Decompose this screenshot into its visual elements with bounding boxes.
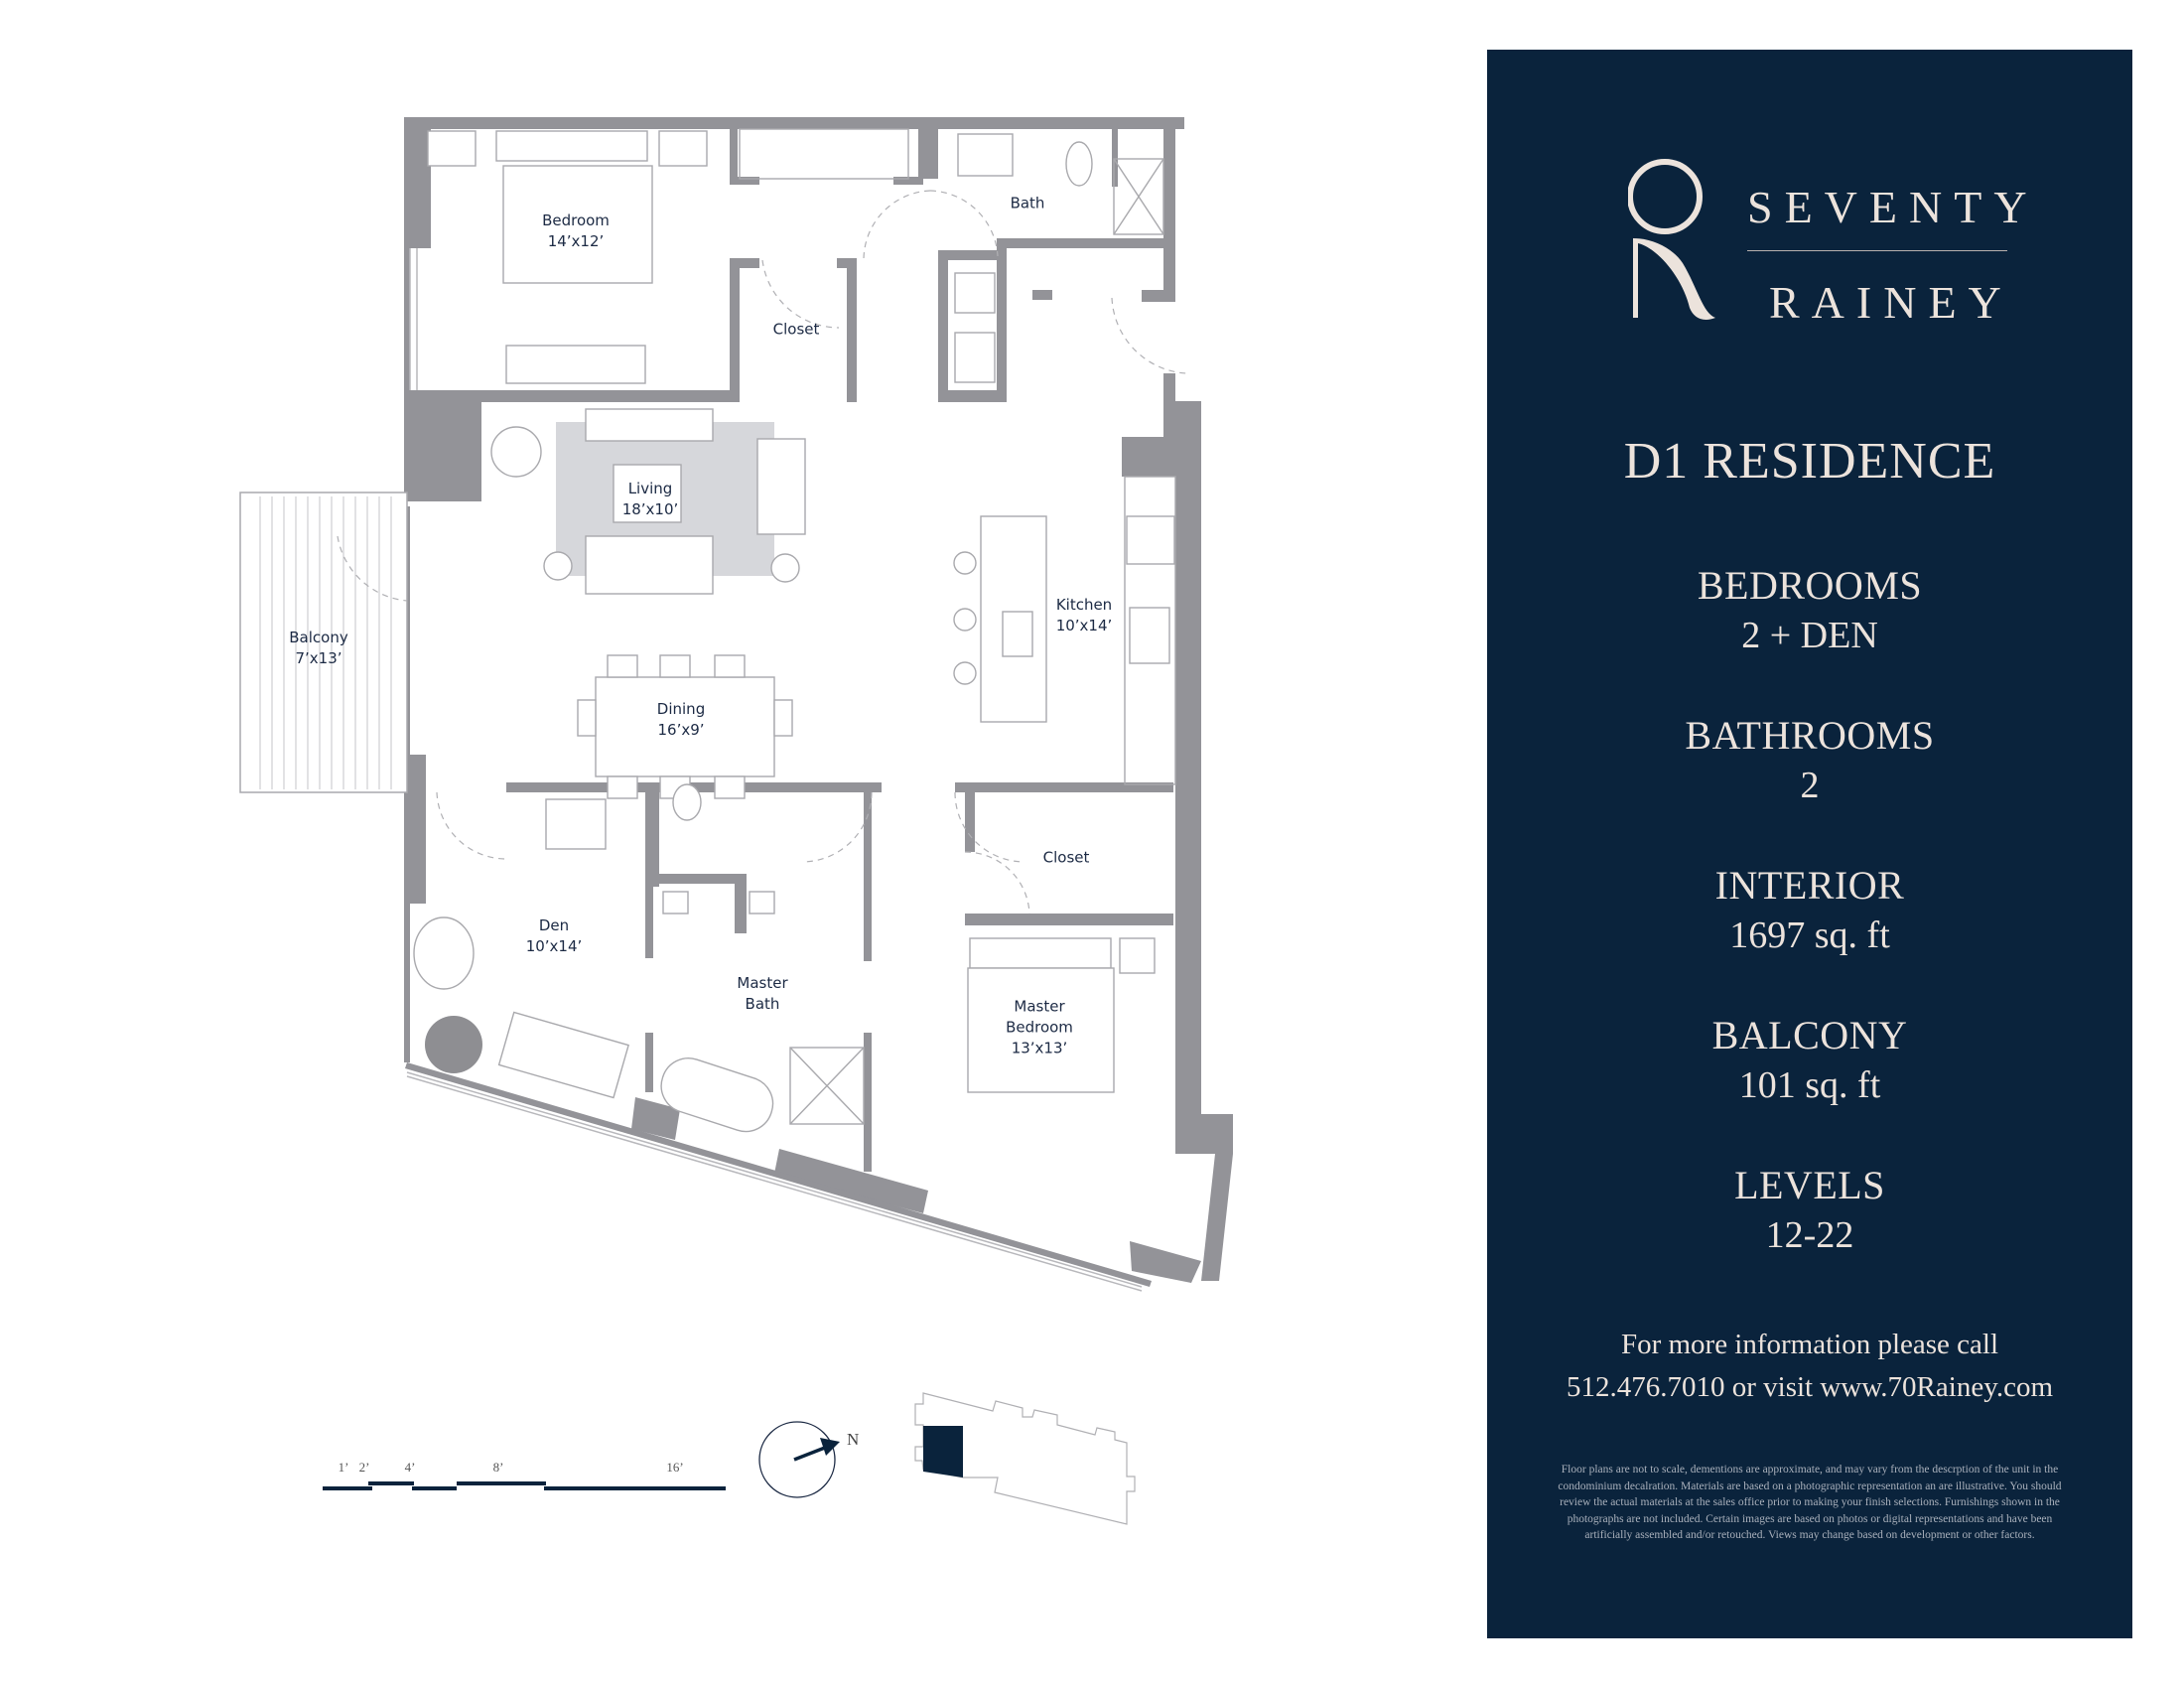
brand-logo: SEVENTY RAINEY — [1628, 159, 2045, 338]
info-panel: SEVENTY RAINEY D1 RESIDENCE BEDROOMS 2 +… — [1487, 50, 2132, 1638]
compass-rose — [758, 1421, 840, 1498]
floor-plan-drawing — [239, 117, 1233, 1525]
room-label-bath: Bath — [1010, 194, 1045, 212]
key-plan — [914, 1392, 1136, 1525]
residence-title: D1 RESIDENCE — [1623, 433, 1996, 490]
room-label-master-bath: Master Bath — [737, 974, 788, 1013]
room-label-bedroom: Bedroom 14’x12’ — [542, 211, 610, 250]
brand-divider — [1747, 250, 2007, 251]
floor-plan: Bedroom 14’x12’ Closet Bath Living 18’x1… — [239, 117, 1233, 1525]
room-label-kitchen: Kitchen 10’x14’ — [1055, 596, 1113, 634]
contact-line-2: 512.476.7010 or visit www.70Rainey.com — [1567, 1371, 2053, 1403]
scale-tick-2: 2’ — [358, 1460, 370, 1475]
contact-line-1: For more information please call — [1620, 1329, 1999, 1360]
room-label-den: Den 10’x14’ — [525, 916, 583, 955]
contact-info: For more information please call 512.476… — [1487, 1324, 2132, 1409]
stat-balcony: BALCONY 101 sq. ft — [1711, 1013, 1908, 1106]
room-label-master-bedroom: Master Bedroom 13’x13’ — [1006, 997, 1073, 1057]
stat-levels: LEVELS 12-22 — [1734, 1163, 1885, 1256]
scale-tick-1: 1’ — [338, 1460, 349, 1475]
room-label-dining: Dining 16’x9’ — [656, 700, 706, 739]
legal-disclaimer: Floor plans are not to scale, dementions… — [1558, 1464, 2062, 1541]
scale-tick-4: 4’ — [404, 1460, 416, 1475]
brand-line-1: SEVENTY — [1747, 182, 2039, 232]
room-label-closet: Closet — [772, 320, 820, 339]
room-label-master-closet: Closet — [1042, 848, 1090, 867]
scale-tick-8: 8’ — [492, 1460, 504, 1475]
brand-line-2: RAINEY — [1769, 277, 2013, 328]
room-label-balcony: Balcony 7’x13’ — [289, 629, 348, 667]
stat-bathrooms: BATHROOMS 2 — [1685, 713, 1935, 806]
scale-bar — [323, 1481, 726, 1490]
stat-bedrooms: BEDROOMS 2 + DEN — [1697, 563, 1923, 656]
north-label: N — [847, 1430, 860, 1449]
seventy-rainey-logo-icon — [1628, 159, 1715, 320]
scale-tick-16: 16’ — [666, 1460, 684, 1475]
room-label-living: Living 18’x10’ — [621, 480, 679, 518]
stat-interior: INTERIOR 1697 sq. ft — [1714, 863, 1905, 956]
